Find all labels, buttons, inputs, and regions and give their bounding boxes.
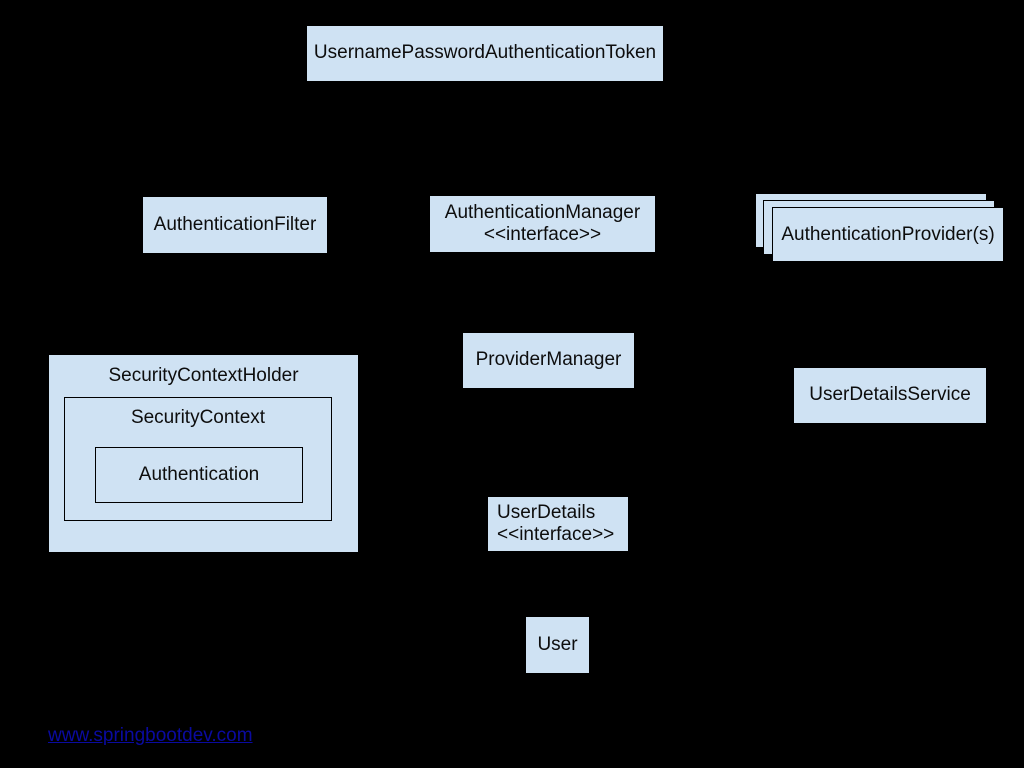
node-stereotype: <<interface>> — [497, 524, 615, 545]
node-label: User — [537, 633, 578, 655]
node-authentication-manager: AuthenticationManager <<interface>> — [430, 196, 655, 252]
node-authentication-filter: AuthenticationFilter — [143, 197, 327, 253]
node-user: User — [526, 617, 589, 673]
footer-website-link[interactable]: www.springbootdev.com — [48, 725, 253, 746]
node-security-context-holder: SecurityContextHolder SecurityContext Au… — [49, 355, 358, 552]
node-label: Authentication — [138, 463, 260, 485]
node-label: AuthenticationManager — [444, 201, 641, 223]
node-security-context: SecurityContext Authentication — [64, 397, 332, 521]
node-authentication: Authentication — [95, 447, 303, 503]
node-stereotype: <<interface>> — [483, 224, 602, 245]
node-username-password-authentication-token: UsernamePasswordAuthenticationToken — [307, 26, 663, 81]
node-provider-manager: ProviderManager — [463, 333, 634, 388]
node-label: SecurityContextHolder — [108, 365, 299, 386]
node-label: UserDetails — [497, 501, 596, 523]
node-label: UserDetailsService — [809, 384, 971, 406]
node-label: AuthenticationFilter — [153, 213, 317, 235]
node-user-details-service: UserDetailsService — [794, 368, 986, 423]
node-authentication-providers-stack: AuthenticationProvider(s) — [755, 193, 1006, 263]
node-label: UsernamePasswordAuthenticationToken — [313, 42, 657, 64]
node-label: AuthenticationProvider(s) — [781, 223, 995, 245]
node-user-details: UserDetails <<interface>> — [488, 497, 628, 551]
node-label: SecurityContext — [130, 407, 266, 428]
stack-layer-front: AuthenticationProvider(s) — [772, 207, 1004, 262]
node-label: ProviderManager — [475, 349, 622, 371]
